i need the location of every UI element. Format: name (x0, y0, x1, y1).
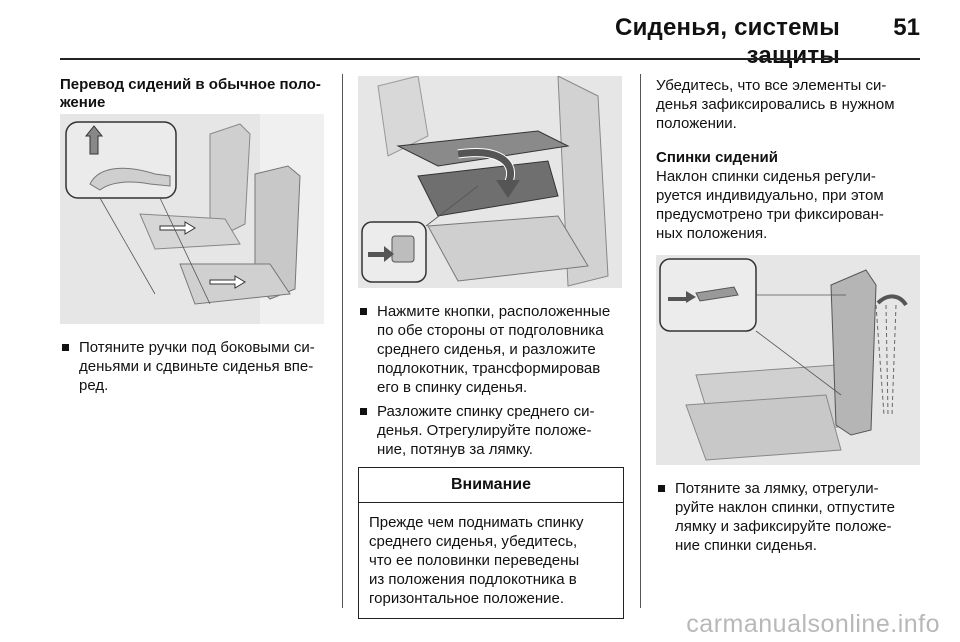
bullet-text: Разложите спинку среднего си- денья. Отр… (377, 403, 595, 458)
list-item: Разложите спинку среднего си- денья. Отр… (358, 402, 624, 459)
bullet-text: Нажмите кнопки, расположенные по обе сто… (377, 303, 611, 396)
bullet-marker (658, 485, 665, 492)
list-item: Нажмите кнопки, расположенные по обе сто… (358, 302, 624, 397)
bullet-marker (360, 308, 367, 315)
warning-title: Внимание (359, 468, 623, 503)
intro-paragraph: Убедитесь, что все элементы си- денья за… (656, 77, 895, 132)
warning-box: Внимание Прежде чем поднимать спинку сре… (358, 467, 624, 619)
column-middle: Нажмите кнопки, расположенные по обе сто… (358, 76, 624, 619)
section-heading-seat-restore: Перевод сидений в обычное поло- жение (60, 76, 321, 111)
bullet-text: Потяните за лямку, отрегули- руйте накло… (675, 480, 896, 554)
page-header-title: Сиденья, системы защиты (615, 14, 840, 69)
list-item: Потяните за лямку, отрегули- руйте накло… (656, 479, 924, 555)
bullet-marker (360, 408, 367, 415)
header-rule (60, 58, 920, 60)
section-heading-seatbacks: Спинки сидений (656, 149, 778, 166)
bullet-text: Потяните ручки под боковыми си- деньями … (79, 339, 315, 394)
column-left: Перевод сидений в обычное поло- жение По… (60, 76, 326, 395)
warning-body: Прежде чем поднимать спинку среднего сид… (369, 514, 584, 607)
seatback-recline-figure (656, 255, 920, 465)
seatback-paragraph: Наклон спинки сиденья регули- руется инд… (656, 168, 884, 242)
list-item: Потяните ручки под боковыми си- деньями … (60, 338, 326, 395)
bullet-marker (62, 344, 69, 351)
column-divider (640, 74, 641, 608)
column-divider (342, 74, 343, 608)
seat-slide-figure (60, 114, 324, 324)
column-right: Убедитесь, что все элементы си- денья за… (656, 76, 924, 555)
page-number: 51 (893, 14, 920, 41)
armrest-figure (358, 76, 622, 288)
watermark-text: carmanualsonline.info (686, 610, 940, 638)
